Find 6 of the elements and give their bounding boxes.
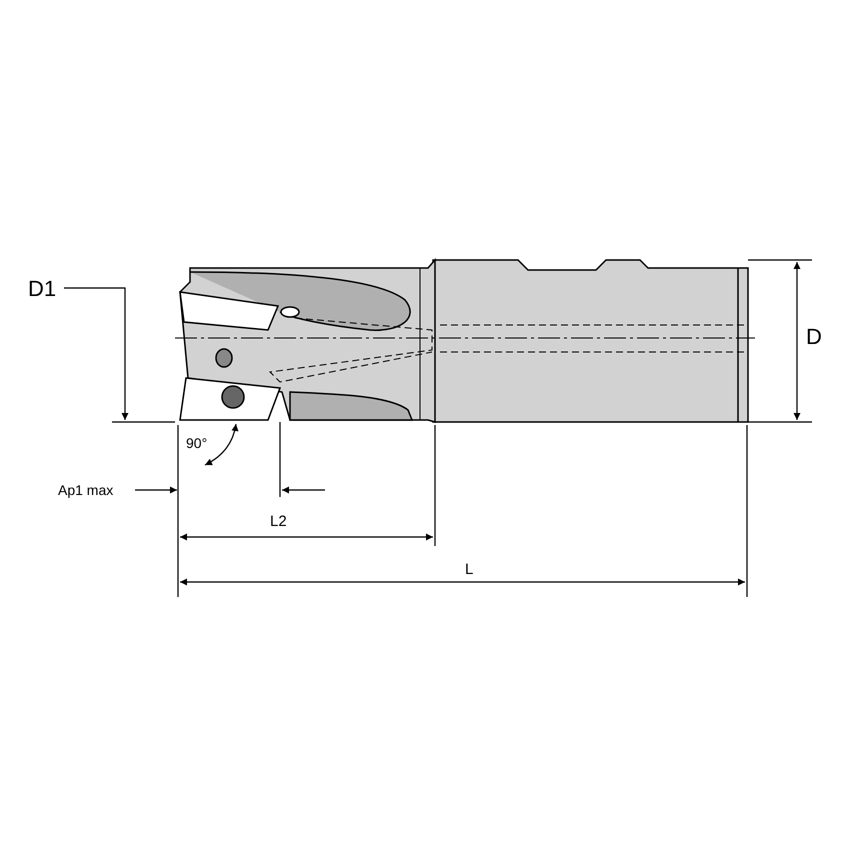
dimension-label: D1: [28, 278, 56, 300]
dimension-label: L2: [270, 514, 287, 529]
dimension-label: L: [465, 562, 474, 577]
dimension-label: D: [806, 326, 822, 348]
dimension-label: Ap1 max: [58, 483, 114, 497]
dimension-label: 90°: [186, 436, 208, 450]
